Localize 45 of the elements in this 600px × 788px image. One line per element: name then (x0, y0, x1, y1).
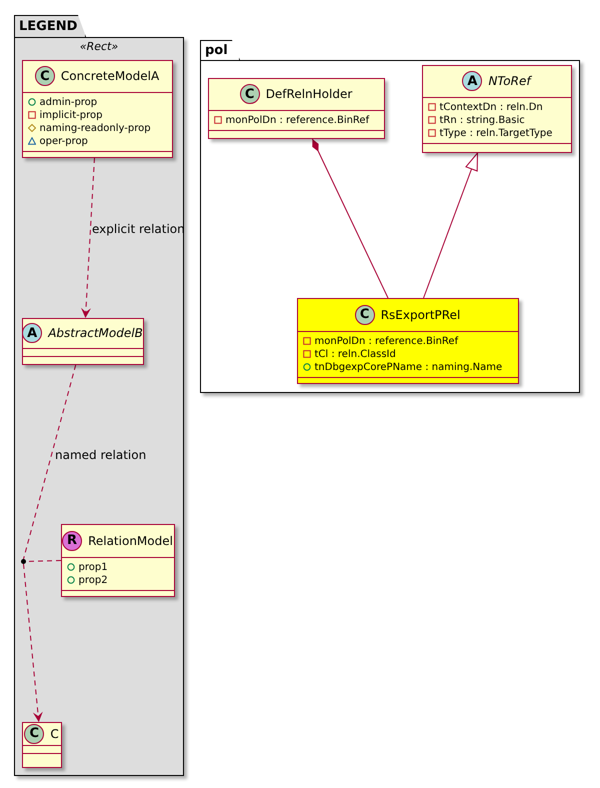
class-kind-badge: A (22, 323, 42, 343)
class-box (60, 524, 174, 596)
class-attribute: tType : reln.TargetType (440, 128, 552, 138)
class-box (22, 60, 172, 158)
class-kind-badge: C (24, 724, 44, 744)
class-name: NToRef (488, 74, 531, 88)
class-box (208, 78, 384, 138)
class-attribute: tContextDn : reln.Dn (440, 102, 543, 112)
class-kind-badge: R (62, 530, 82, 550)
class-box (22, 318, 144, 364)
class-kind-badge: C (34, 66, 55, 86)
class-name: DefRelnHolder (266, 87, 352, 101)
arrow (23, 564, 43, 722)
class-attribute: oper-prop (40, 136, 88, 146)
stereotype-label: «Rect» (80, 40, 118, 53)
class-name: AbstractModelB (48, 326, 143, 340)
class-attribute: prop1 (78, 562, 108, 572)
class-attribute: tCl : reln.ClassId (314, 348, 396, 360)
edge-label: explicit relation (92, 222, 185, 236)
class-attribute: naming-readonly-prop (40, 122, 151, 134)
class-attribute: implicit-prop (40, 110, 102, 120)
class-attribute: tRn : string.Basic (440, 114, 525, 126)
junction-dot (20, 558, 26, 564)
class-box (296, 298, 518, 384)
class-name: RelationModel (88, 534, 173, 548)
composition-line (312, 138, 389, 298)
arrow (423, 152, 478, 298)
connector-line (23, 364, 76, 560)
class-kind-badge: C (354, 304, 375, 324)
class-attribute: tnDbgexpCorePName : naming.Name (314, 362, 502, 372)
package-name: LEGEND (19, 19, 78, 34)
edge-label: named relation (55, 448, 146, 462)
class-attribute: prop2 (78, 574, 108, 586)
class-attribute: admin-prop (40, 96, 98, 108)
class-box (422, 64, 572, 152)
class-kind-badge: A (462, 71, 482, 91)
class-attribute: monPolDn : reference.BinRef (226, 114, 370, 126)
package-name: pol (205, 43, 228, 58)
class-name: C (50, 726, 59, 740)
class-box (22, 722, 62, 768)
class-name: RsExportPRel (380, 308, 460, 322)
class-attribute: monPolDn : reference.BinRef (314, 336, 458, 346)
class-name: ConcreteModelA (60, 69, 160, 83)
arrow (81, 158, 95, 318)
class-kind-badge: C (240, 84, 260, 104)
